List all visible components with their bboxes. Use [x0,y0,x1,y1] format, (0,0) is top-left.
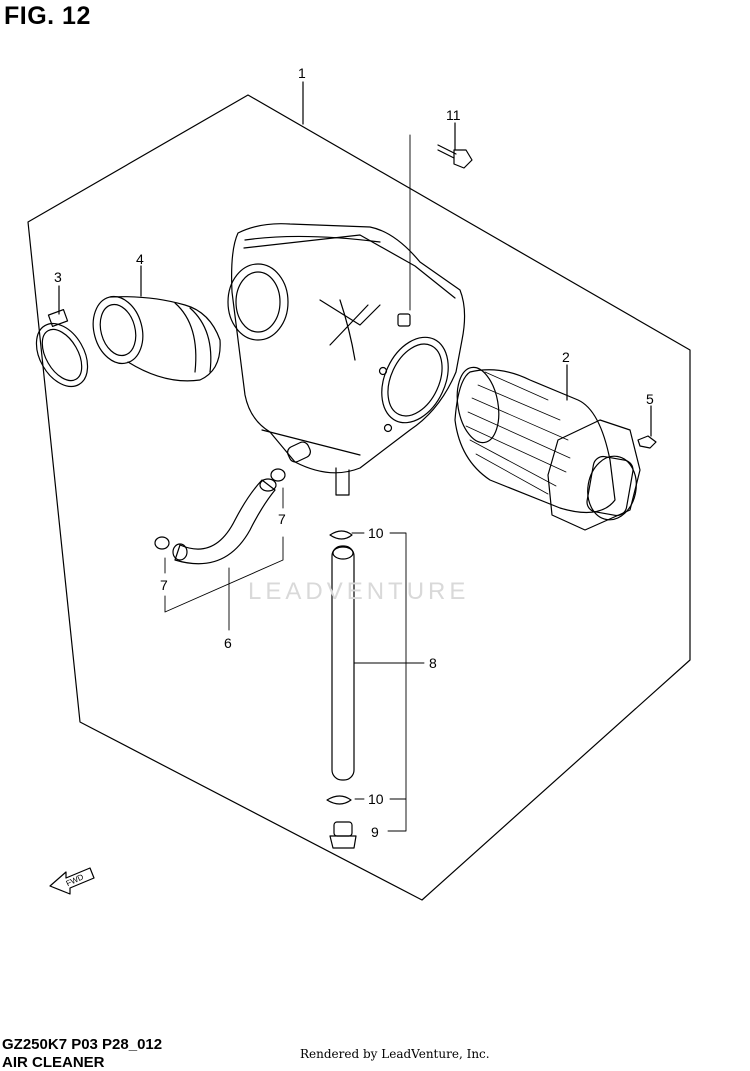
clip-part-7 [154,468,286,550]
callout-11: 11 [446,107,461,123]
fwd-arrow-icon: FWD [49,867,95,895]
footer-section-name: AIR CLEANER [2,1054,105,1071]
callout-8: 8 [429,655,437,671]
callout-3: 3 [54,269,62,285]
callout-7-left: 7 [160,577,168,593]
filter-element-part-2 [454,364,641,531]
callout-1: 1 [298,65,306,81]
leader-bracket-10 [351,532,425,832]
callout-4: 4 [136,251,144,267]
hose-part-6 [172,478,277,565]
callout-10-bottom: 10 [368,791,384,807]
watermark: LEADVENTURE [248,578,470,605]
clamp-part-3 [35,285,89,388]
drain-plug-part-9 [329,821,357,849]
leader-7-left [164,536,284,613]
figure-title: FIG. 12 [4,2,91,30]
clamp-part-10 [326,530,353,805]
footer-model-code: GZ250K7 P03 P28_012 [2,1036,163,1053]
callout-10-top: 10 [368,525,384,541]
callout-6: 6 [224,635,232,651]
assembly-boundary [27,94,691,901]
intake-boot-part-4 [92,265,221,382]
rendered-by: Rendered by LeadVenture, Inc. [300,1047,490,1061]
screw-part-5 [637,405,657,449]
bolt-part-11 [437,122,473,169]
callout-5: 5 [646,391,654,407]
callout-2: 2 [562,349,570,365]
callout-7-right: 7 [278,511,286,527]
callout-9: 9 [371,824,379,840]
air-cleaner-case [227,223,466,496]
